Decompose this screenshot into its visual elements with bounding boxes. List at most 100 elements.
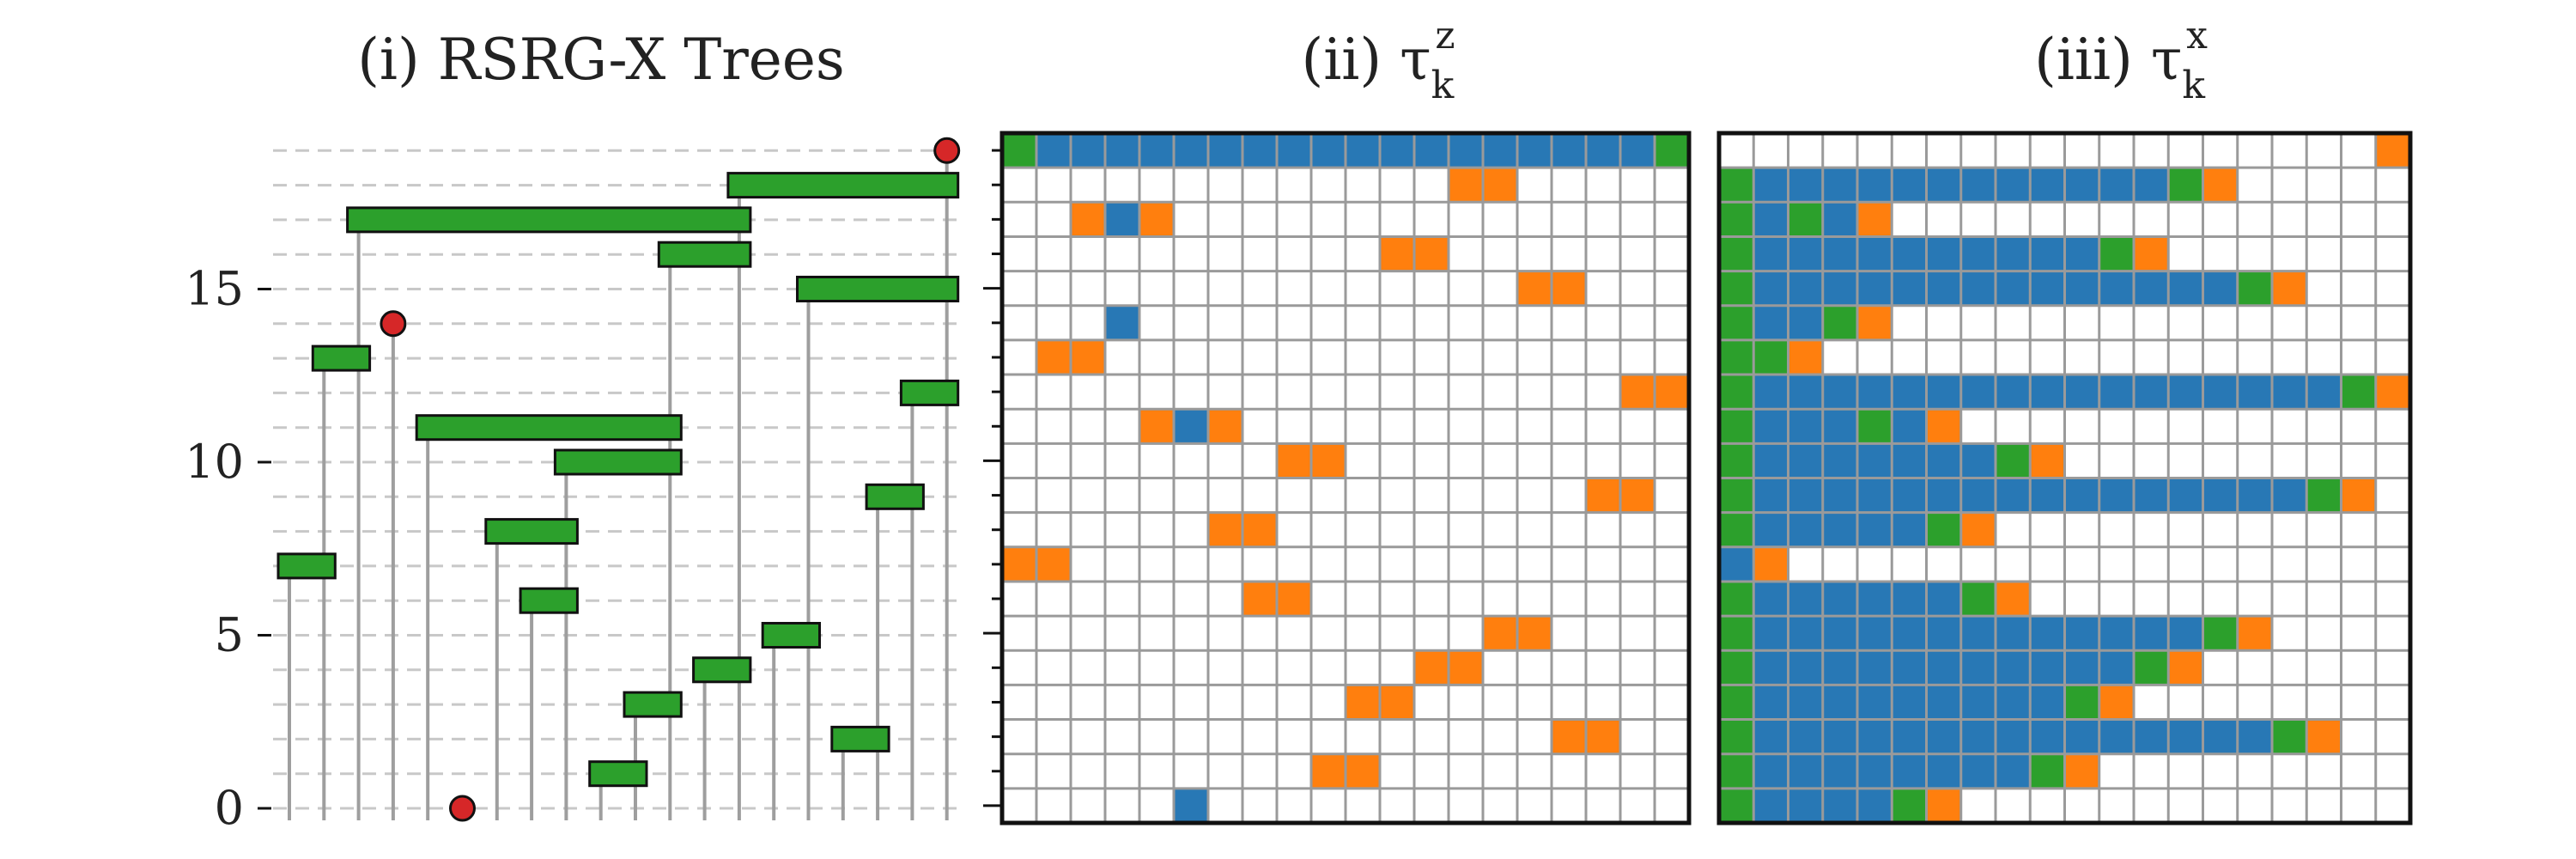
merge-bar <box>761 622 822 649</box>
tau-x-cell <box>1719 581 1754 617</box>
tau-z-cell <box>1139 409 1174 444</box>
tau-x-cell <box>1857 788 1893 823</box>
tau-x-cell <box>1926 512 1961 547</box>
tau-x-cell <box>2341 375 2376 410</box>
tau-x-cell <box>1719 616 1754 651</box>
tau-x-cell <box>1960 375 1996 410</box>
tau-x-cell <box>1892 512 1927 547</box>
tau-x-cell <box>2134 375 2169 410</box>
tau-x-cell <box>1719 339 1754 375</box>
tau-x-cell <box>1822 788 1857 823</box>
tau-x-cell <box>2030 616 2065 651</box>
tau-x-cell <box>1857 443 1893 478</box>
tau-x-cell <box>2064 271 2099 306</box>
tau-x-cell <box>1719 305 1754 340</box>
tau-z-cell <box>1071 339 1105 375</box>
tau-x-cell <box>1857 202 1893 237</box>
tau-z-cell <box>1208 512 1242 547</box>
tau-z-cell <box>1208 409 1242 444</box>
tau-x-cell <box>2237 375 2272 410</box>
tau-z-cell <box>1346 753 1380 789</box>
merge-bar <box>415 414 683 442</box>
tau-x-cell <box>1719 443 1754 478</box>
tau-x-cell <box>1996 581 2031 617</box>
tau-x-cell <box>2099 719 2134 754</box>
tau-x-cell <box>2030 443 2065 478</box>
tau-x-cell <box>1822 719 1857 754</box>
tau-z-cell <box>1036 339 1071 375</box>
tau-x-cell <box>2168 168 2203 203</box>
panel-title-tau-x: (iii) τkx <box>2034 14 2208 107</box>
tau-x-cell <box>2064 168 2099 203</box>
tau-x-cell <box>1822 236 1857 271</box>
tau-x-cell <box>1892 271 1927 306</box>
merge-bar <box>519 587 579 614</box>
tau-x-cell <box>1753 753 1789 789</box>
tau-x-cell <box>2030 375 2065 410</box>
tau-x-cell <box>1719 202 1754 237</box>
tau-x-cell <box>2237 478 2272 513</box>
tau-x-cell <box>2168 719 2203 754</box>
tau-z-cell <box>1620 133 1655 168</box>
tau-x-cell <box>1822 443 1857 478</box>
tau-z-cell <box>1380 685 1414 720</box>
tau-x-cell <box>1753 375 1789 410</box>
tau-x-cell <box>1960 753 1996 789</box>
tau-x-cell <box>1822 478 1857 513</box>
tau-z-cell <box>1483 133 1517 168</box>
tau-x-cell <box>1822 271 1857 306</box>
tau-x-cell <box>1753 236 1789 271</box>
y-tick-label: 5 <box>215 608 244 662</box>
tau-x-cell <box>1996 375 2031 410</box>
tau-x-cell <box>2030 753 2065 789</box>
tau-x-cell <box>1788 650 1823 685</box>
tau-z-frame <box>999 131 1692 825</box>
tau-z-cell <box>1002 546 1036 582</box>
tau-x-cell <box>2030 168 2065 203</box>
tau-x-cell <box>1960 581 1996 617</box>
tau-x-cell <box>1753 546 1789 582</box>
tau-x-cell <box>1822 202 1857 237</box>
tau-z-cell <box>1517 271 1552 306</box>
y-tick-label: 10 <box>185 435 244 489</box>
tau-x-cell <box>1788 443 1823 478</box>
tau-x-cell <box>1788 305 1823 340</box>
tau-x-cell <box>1753 616 1789 651</box>
tau-x-cell <box>2134 168 2169 203</box>
tau-x-cell <box>1822 512 1857 547</box>
tau-x-cell <box>2030 685 2065 720</box>
tau-x-cell <box>2202 375 2238 410</box>
tau-z-cell <box>1552 271 1586 306</box>
tau-z-cell <box>1414 133 1449 168</box>
tau-x-cell <box>1788 202 1823 237</box>
tau-x-cell <box>2030 478 2065 513</box>
tau-x-cell <box>1892 719 1927 754</box>
tau-z-cell <box>1208 133 1242 168</box>
tau-x-cell <box>1996 650 2031 685</box>
merge-bar <box>346 206 752 234</box>
tau-z-cell <box>1311 753 1346 789</box>
panel-title-trees: (i) RSRG-X Trees <box>357 27 845 93</box>
tau-x-cell <box>1960 478 1996 513</box>
tau-x-cell <box>1926 478 1961 513</box>
tau-x-cell <box>2099 375 2134 410</box>
tau-x-cell <box>1960 236 1996 271</box>
tau-x-cell <box>2168 375 2203 410</box>
merge-bar <box>726 172 960 199</box>
tau-x-cell <box>2064 650 2099 685</box>
tau-x-cell <box>2306 719 2342 754</box>
tau-x-cell <box>2168 616 2203 651</box>
tau-x-cell <box>2099 478 2134 513</box>
tau-x-cell <box>2064 616 2099 651</box>
tau-x-cell <box>1926 168 1961 203</box>
tau-z-cell <box>1414 650 1449 685</box>
tau-z-cell <box>1242 133 1277 168</box>
tau-x-cell <box>1996 168 2031 203</box>
tau-x-cell <box>1788 271 1823 306</box>
tau-x-cell <box>2064 478 2099 513</box>
tau-z-cell <box>1242 512 1277 547</box>
merge-bar <box>553 448 683 476</box>
tau-x-cell <box>2272 719 2307 754</box>
